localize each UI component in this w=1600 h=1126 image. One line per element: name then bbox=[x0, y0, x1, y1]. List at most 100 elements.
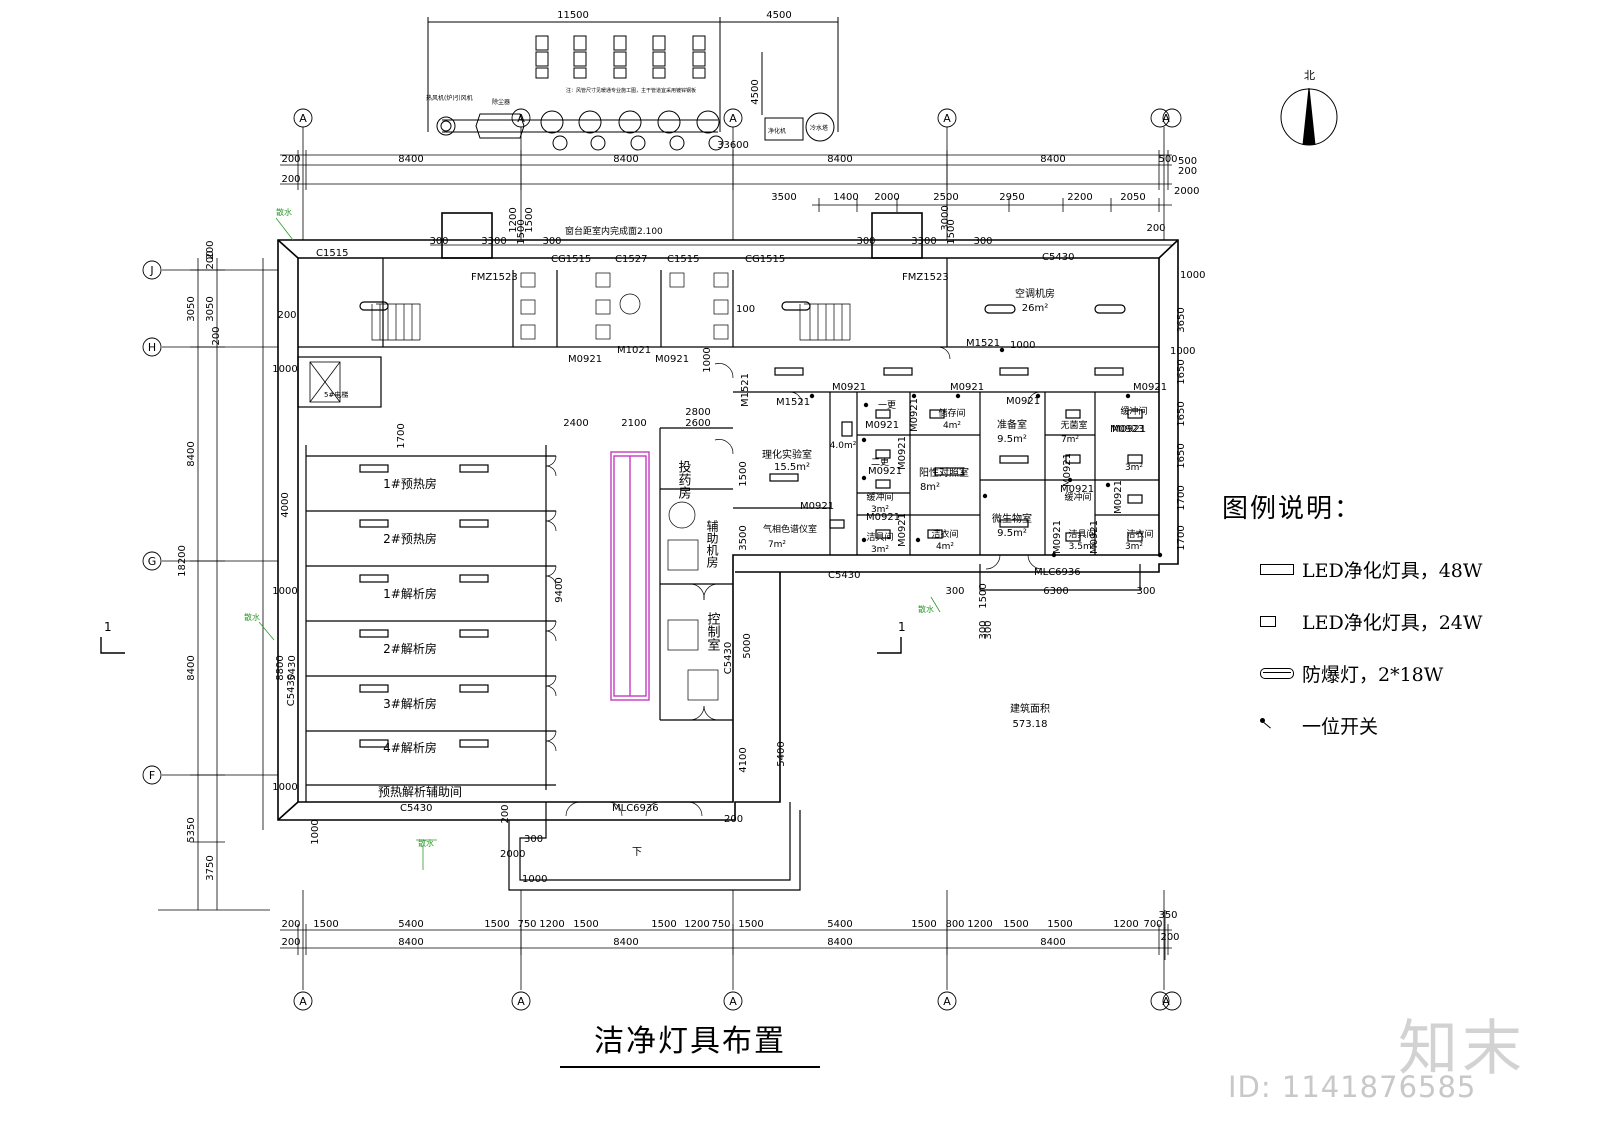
dim-top-bay-1: 8400 bbox=[398, 154, 423, 165]
dim-m-6300: 6300 bbox=[1043, 586, 1068, 597]
dim-top-vertical: 4500 bbox=[750, 79, 761, 104]
door-m0921-f: M0921 bbox=[1112, 424, 1146, 435]
dim-left-3750: 3750 bbox=[205, 855, 216, 880]
bottom-dimensions bbox=[280, 910, 1172, 960]
legend-item-explosion-proof: 防爆灯，2*18W bbox=[1222, 647, 1562, 699]
room-ac-area: 26m² bbox=[1022, 303, 1048, 314]
dim-left-4000: 4000 bbox=[280, 492, 291, 517]
toilet-fixtures bbox=[520, 272, 729, 340]
axis-top-3: A bbox=[729, 112, 737, 125]
led-24w-lights bbox=[829, 409, 1143, 542]
building-area-label: 建筑面积 bbox=[1010, 702, 1050, 715]
equip-fan-label: 热风机(炉)引风机 bbox=[426, 94, 473, 102]
door-m0921-g: M0921 bbox=[800, 501, 834, 512]
dim-b1-14: 1200 bbox=[967, 919, 992, 930]
fan-column-3 bbox=[613, 35, 627, 79]
door-fmz1523-a: FMZ1523 bbox=[471, 272, 518, 283]
axis-bottom-5: A bbox=[1162, 995, 1170, 1008]
axis-grid bbox=[162, 127, 1165, 990]
dim-small-1500-a: 1500 bbox=[516, 219, 527, 244]
dim-r-5: 1700 bbox=[1176, 485, 1187, 510]
dim-b1-8: 1200 bbox=[684, 919, 709, 930]
door-m1521-a: M1521 bbox=[740, 373, 751, 407]
dim-m-300-e: 300 bbox=[983, 620, 994, 639]
axis-bottom-3: A bbox=[729, 995, 737, 1008]
left-dimensions bbox=[158, 258, 270, 911]
door-m0921-l: M0921 bbox=[909, 398, 920, 432]
axis-bottom-4: A bbox=[943, 995, 951, 1008]
dim-small-300-a: 300 bbox=[429, 236, 448, 247]
dim-top-500: 500 bbox=[1158, 154, 1177, 165]
window-mlc6936-b: MLC6936 bbox=[1034, 567, 1081, 578]
dim-m-3000: 3000 bbox=[940, 205, 951, 230]
elevator bbox=[309, 361, 341, 403]
switches[interactable] bbox=[809, 347, 1163, 558]
dim-sub-1400: 1400 bbox=[833, 192, 858, 203]
door-m0923: M0923 bbox=[1110, 424, 1144, 435]
dim-r-7: 1000 bbox=[1170, 346, 1195, 357]
window-c5430-b: C5430 bbox=[400, 803, 432, 814]
dim-small-300-c: 300 bbox=[856, 236, 875, 247]
dim-m-300-b: 300 bbox=[945, 586, 964, 597]
door-m1021: M1021 bbox=[617, 345, 651, 356]
dim-top-200-a: 200 bbox=[281, 154, 300, 165]
door-m0921-r: M0921 bbox=[1062, 453, 1073, 487]
equip-dust-label: 除尘器 bbox=[492, 98, 510, 106]
drawing-text: A A A A A A A A A A J H G F 11500 4500 4… bbox=[104, 10, 1205, 1008]
dim-m-200-b: 200 bbox=[724, 814, 743, 825]
dim-left-1000-d: 1000 bbox=[310, 819, 321, 844]
axis-bubbles bbox=[142, 108, 1182, 1011]
dim-left-1700: 1700 bbox=[396, 423, 407, 448]
dim-b1-11: 5400 bbox=[827, 919, 852, 930]
dim-small-300-d: 300 bbox=[973, 236, 992, 247]
watermark-brand: 知末 bbox=[1398, 1014, 1526, 1084]
dim-m-1000-b: 1000 bbox=[1010, 340, 1035, 351]
door-m0921-q: M0921 bbox=[1113, 480, 1124, 514]
dim-b1-0: 200 bbox=[281, 919, 300, 930]
room-cloth-2-area: 3m² bbox=[1125, 542, 1143, 552]
dim-m-3500: 3500 bbox=[738, 525, 749, 550]
dim-m-1500: 1500 bbox=[738, 461, 749, 486]
door-m0921-e: M0921 bbox=[1133, 382, 1167, 393]
dim-top-bay-3: 8400 bbox=[827, 154, 852, 165]
dim-m-5400: 5400 bbox=[776, 741, 787, 766]
door-m0921-h: M0921 bbox=[865, 420, 899, 431]
fan-column-5 bbox=[692, 35, 706, 79]
north-label: 北 bbox=[1304, 69, 1315, 82]
dim-left-1000-a: 1000 bbox=[272, 364, 297, 375]
door-m1521-d: M0921 bbox=[1006, 396, 1040, 407]
room-lab-area: 15.5m² bbox=[774, 462, 810, 473]
equip-tower-label: 冷水塔 bbox=[810, 124, 828, 132]
building-area-value: 573.18 bbox=[1013, 719, 1048, 730]
room-gc-area: 7m² bbox=[768, 540, 786, 550]
dim-b1-18: 700 bbox=[1143, 919, 1162, 930]
legend: 图例说明： LED净化灯具，48W LED净化灯具，24W 防爆灯，2*18W … bbox=[1222, 488, 1562, 751]
dim-r-6: 1700 bbox=[1176, 525, 1187, 550]
dim-b1-9: 750 bbox=[711, 919, 730, 930]
room-prep-area: 9.5m² bbox=[997, 434, 1027, 445]
room-lab: 理化实验室 bbox=[762, 448, 812, 461]
dim-small-3300-b: 3300 bbox=[911, 236, 936, 247]
legend-label-explosion-proof: 防爆灯，2*18W bbox=[1302, 663, 1444, 686]
dim-m-300-a: 300 bbox=[524, 834, 543, 845]
door-m0921-j: M0921 bbox=[866, 512, 900, 523]
room-cloth-2: 洁衣间 bbox=[1126, 528, 1153, 540]
dim-m-300-c: 300 bbox=[978, 620, 989, 639]
dim-left-tiny-b: 200 bbox=[211, 326, 222, 345]
dim-m-1500-b: 1500 bbox=[978, 583, 989, 608]
door-m0921-b: M0921 bbox=[655, 354, 689, 365]
drain-leaders bbox=[258, 217, 941, 870]
dim-m-100: 100 bbox=[736, 304, 755, 315]
dim-b1-10: 1500 bbox=[738, 919, 763, 930]
room-prep: 准备室 bbox=[997, 418, 1027, 431]
door-m0921-o: M0921 bbox=[1052, 520, 1063, 554]
room-buffer-a-area: 3m² bbox=[871, 505, 889, 515]
room-aux-machine: 辅助机房 bbox=[705, 520, 719, 568]
dim-left-tiny-a: 200 bbox=[205, 240, 216, 259]
dim-top-200-b: 200 bbox=[281, 174, 300, 185]
led-48w-icon bbox=[1260, 563, 1294, 575]
stair-east bbox=[799, 303, 851, 341]
dim-b2-0: 200 bbox=[281, 937, 300, 948]
dim-m-2400: 2400 bbox=[563, 418, 588, 429]
